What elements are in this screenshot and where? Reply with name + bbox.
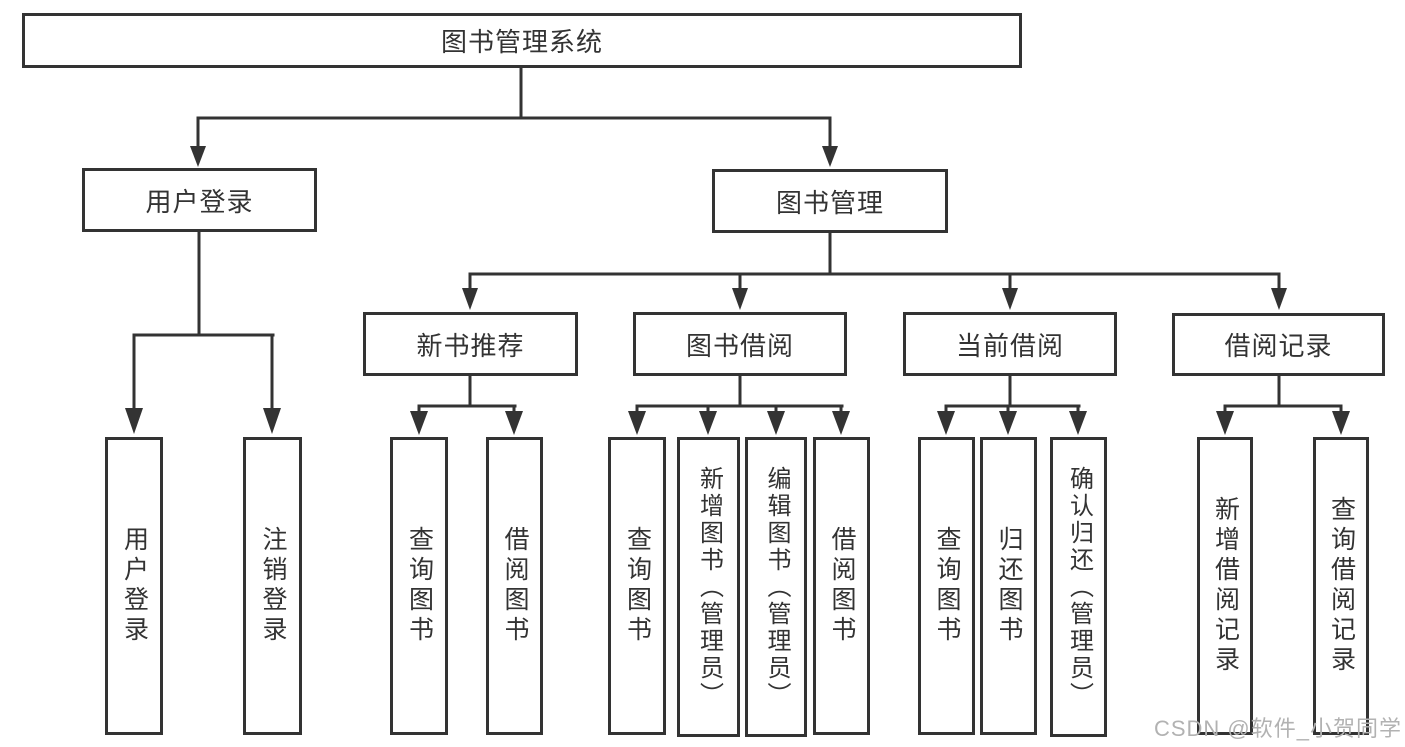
leaf-borrow-query-books: 查询图书: [608, 437, 666, 735]
node-book-borrow-label: 图书借阅: [685, 330, 794, 361]
arrowhead: [937, 411, 955, 435]
node-borrow-records: 借阅记录: [1172, 313, 1385, 376]
arrowhead: [1069, 411, 1087, 435]
connector-records-to-leaves: [1216, 374, 1350, 435]
leaf-user-login: 用户登录: [105, 437, 163, 735]
leaf-newrec-query-books-label: 查询图书: [405, 526, 434, 646]
leaf-logout: 注销登录: [243, 437, 302, 735]
connector-current-to-leaves: [937, 374, 1087, 435]
leaf-user-login-label: 用户登录: [120, 526, 149, 646]
arrowhead: [125, 408, 143, 434]
leaf-newrec-borrow-books-label: 借阅图书: [501, 526, 529, 646]
arrowhead: [1002, 288, 1018, 310]
leaf-current-return-books-label: 归还图书: [995, 526, 1023, 646]
connector-userlogin-to-leaves: [125, 230, 281, 434]
connector-bookmgmt-to-level3: [462, 231, 1287, 310]
node-root-label: 图书管理系统: [440, 27, 603, 57]
arrowhead: [822, 146, 838, 167]
connector-borrow-to-leaves: [628, 374, 850, 435]
leaf-current-query-books: 查询图书: [918, 437, 975, 735]
node-user-login: 用户登录: [82, 168, 317, 232]
leaf-records-add-record-label: 新增借阅记录: [1211, 496, 1240, 676]
node-new-book-recommend-label: 新书推荐: [416, 330, 525, 361]
node-book-management: 图书管理: [712, 169, 948, 233]
arrowhead: [190, 146, 206, 167]
leaf-newrec-query-books: 查询图书: [390, 437, 448, 735]
node-borrow-records-label: 借阅记录: [1224, 331, 1333, 361]
connector-root-to-level2: [190, 66, 838, 167]
arrowhead: [699, 411, 717, 435]
arrowhead: [462, 288, 478, 310]
connector-newrec-to-leaves: [410, 374, 523, 435]
leaf-borrow-borrow-books-label: 借阅图书: [828, 526, 856, 646]
leaf-borrow-add-books-admin: 新增图书（管理员）: [677, 437, 740, 737]
leaf-borrow-edit-books-admin: 编辑图书（管理员）: [745, 437, 807, 737]
node-book-management-label: 图书管理: [775, 187, 884, 218]
leaf-records-add-record: 新增借阅记录: [1197, 437, 1253, 735]
arrowhead: [628, 411, 646, 435]
leaf-current-confirm-return-admin-label: 确认归还（管理员）: [1065, 465, 1093, 709]
arrowhead: [410, 411, 428, 435]
leaf-current-return-books: 归还图书: [980, 437, 1037, 735]
leaf-borrow-edit-books-admin-label: 编辑图书（管理员）: [763, 465, 790, 709]
node-root: 图书管理系统: [22, 13, 1022, 68]
arrowhead: [263, 408, 281, 434]
node-user-login-label: 用户登录: [145, 186, 254, 217]
leaf-borrow-borrow-books: 借阅图书: [813, 437, 870, 735]
arrowhead: [732, 288, 748, 310]
node-current-borrow-label: 当前借阅: [955, 330, 1064, 361]
leaf-borrow-query-books-label: 查询图书: [623, 526, 652, 646]
leaf-current-confirm-return-admin: 确认归还（管理员）: [1050, 437, 1107, 737]
csdn-watermark: CSDN @软件_小贺同学: [1153, 716, 1402, 741]
leaf-current-query-books-label: 查询图书: [933, 526, 961, 646]
arrowhead: [1332, 411, 1350, 435]
arrowhead: [505, 411, 523, 435]
arrowhead: [767, 411, 785, 435]
leaf-logout-label: 注销登录: [259, 526, 287, 646]
leaf-records-query-record: 查询借阅记录: [1313, 437, 1369, 735]
arrowhead: [832, 411, 850, 435]
node-current-borrow: 当前借阅: [903, 312, 1117, 376]
arrowhead: [999, 411, 1017, 435]
arrowhead: [1216, 411, 1234, 435]
leaf-newrec-borrow-books: 借阅图书: [486, 437, 543, 735]
node-new-book-recommend: 新书推荐: [363, 312, 578, 376]
node-book-borrow: 图书借阅: [633, 312, 847, 376]
arrowhead: [1271, 288, 1287, 310]
leaf-records-query-record-label: 查询借阅记录: [1327, 496, 1356, 676]
leaf-borrow-add-books-admin-label: 新增图书（管理员）: [695, 465, 723, 709]
